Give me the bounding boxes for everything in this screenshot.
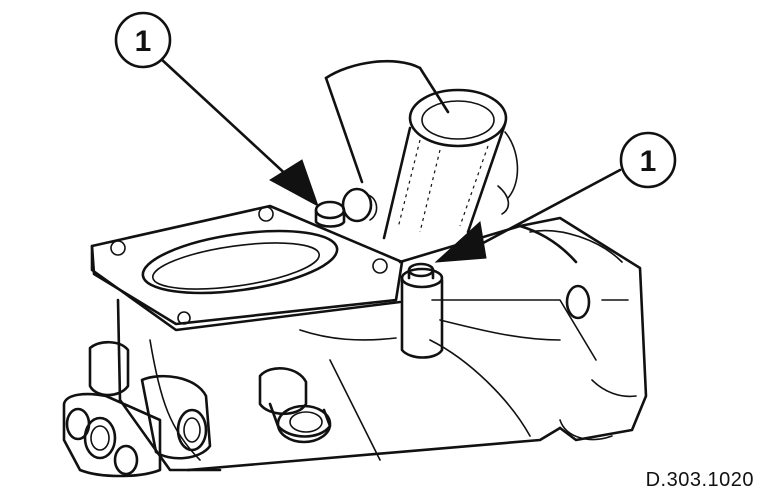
bleed-screw-left <box>314 187 378 228</box>
reference-code: D.303.1020 <box>645 469 754 491</box>
callout-arrow-left <box>269 159 319 208</box>
inlet-pipe <box>324 59 519 240</box>
callout-left: 1 <box>114 11 319 208</box>
callout-right: 1 <box>434 131 677 263</box>
callout-label-left: 1 <box>135 25 152 58</box>
housing-body <box>62 204 648 478</box>
callout-circle-left <box>114 11 172 69</box>
callout-arrow-right <box>434 221 487 263</box>
callout-circle-right <box>619 131 677 189</box>
callout-label-right: 1 <box>640 145 657 178</box>
